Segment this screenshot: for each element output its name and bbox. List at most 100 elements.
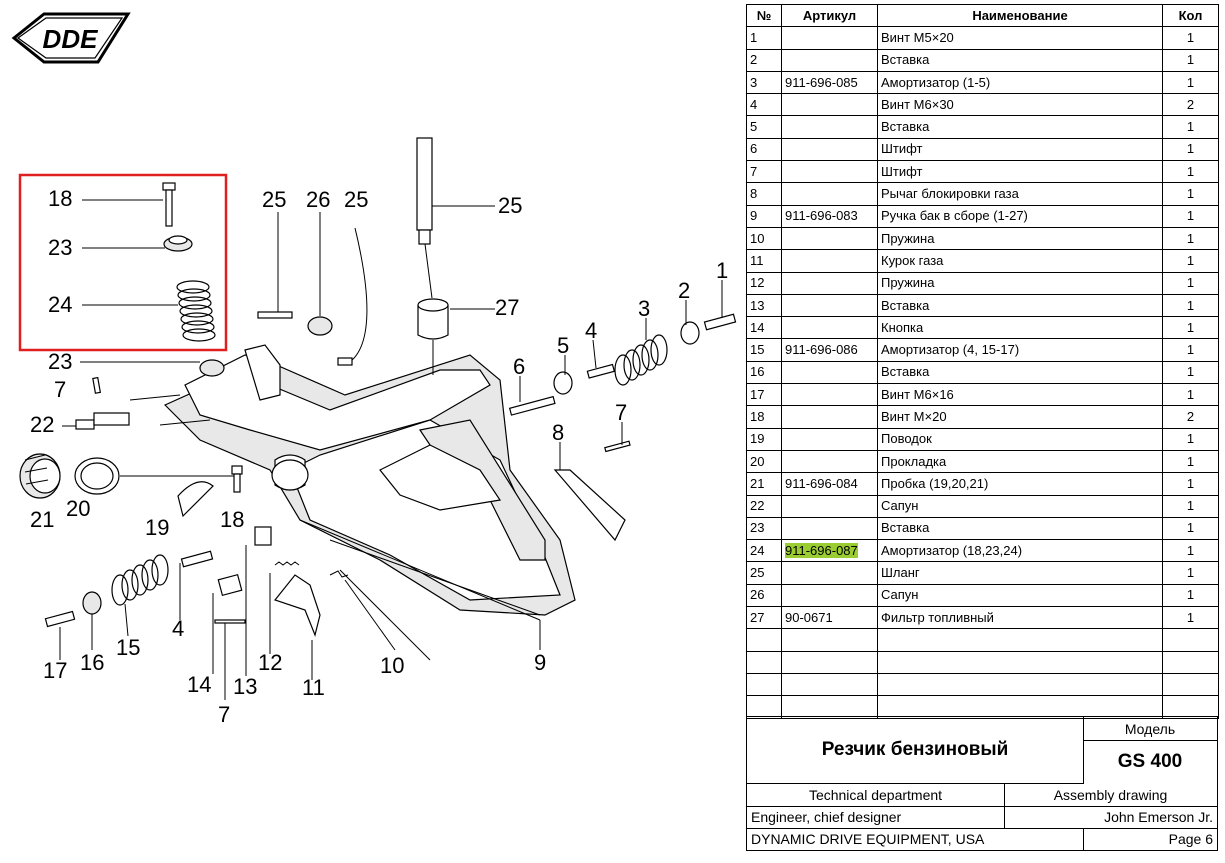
cell-article: 90-0671	[781, 606, 878, 630]
page-number: Page 6	[1168, 831, 1213, 847]
callout-12: 12	[258, 650, 282, 675]
callout-4: 4	[585, 318, 597, 343]
callout-18: 18	[48, 186, 72, 211]
cell-name: Амортизатор (18,23,24)	[877, 539, 1163, 563]
cell-article	[781, 405, 878, 429]
cell-article: 911-696-085	[781, 70, 878, 95]
callout-3: 3	[638, 296, 650, 321]
cell-no: 27	[746, 606, 782, 630]
cell-name: Рычаг блокировки газа	[877, 182, 1163, 206]
cell-name: Винт M5×20	[877, 26, 1163, 50]
cell-qty: 1	[1162, 383, 1219, 407]
cell-qty: 1	[1162, 70, 1219, 95]
cell-qty: 1	[1162, 271, 1219, 295]
cell-qty: 1	[1162, 249, 1219, 273]
cell-qty: 1	[1162, 137, 1219, 162]
cell-no: 2	[746, 48, 782, 72]
cell-name: Фильтр топливный	[877, 606, 1163, 630]
callout-25: 25	[498, 193, 522, 218]
cell-no: 7	[746, 160, 782, 184]
cell-name: Амортизатор (4, 15-17)	[877, 338, 1163, 362]
callout-23: 23	[48, 235, 72, 260]
cell-name: Винт M×20	[877, 405, 1163, 429]
callout-14: 14	[187, 672, 211, 697]
cell-qty: 1	[1162, 293, 1219, 318]
part-24-assembly	[82, 182, 216, 342]
cell-no: 4	[746, 93, 782, 117]
cell-article: 911-696-086	[781, 338, 878, 362]
cell-qty	[1162, 628, 1219, 652]
cell-no: 1	[746, 26, 782, 50]
cell-article	[781, 226, 878, 251]
callout-16: 16	[80, 650, 104, 675]
cell-no: 14	[746, 316, 782, 340]
cell-no: 20	[746, 449, 782, 474]
bottom-parts	[44, 526, 541, 700]
cell-name: Шланг	[877, 561, 1163, 585]
cell-name	[877, 672, 1163, 697]
product-name: Резчик бензиновый	[747, 717, 1084, 784]
cell-name: Курок газа	[877, 249, 1163, 273]
cell-name: Вставка	[877, 115, 1163, 139]
cell-article	[781, 137, 878, 162]
right-parts	[508, 280, 737, 542]
cell-name	[877, 628, 1163, 652]
cell-no: 24	[746, 539, 782, 563]
table-row-empty	[746, 695, 1219, 719]
cell-no: 3	[746, 70, 782, 95]
cell-no: 6	[746, 137, 782, 162]
cell-name	[877, 695, 1163, 719]
cell-qty: 1	[1162, 583, 1219, 608]
cell-article	[781, 316, 878, 340]
dde-logo: DDE	[11, 12, 131, 64]
table-header-row: № Артикул Наименование Кол	[746, 3, 1219, 28]
cell-no: 10	[746, 226, 782, 251]
cell-qty: 1	[1162, 561, 1219, 585]
cell-name: Пробка (19,20,21)	[877, 472, 1163, 496]
cell-name: Пружина	[877, 226, 1163, 251]
logo-text: DDE	[43, 24, 99, 54]
cell-name: Прокладка	[877, 449, 1163, 474]
cell-article	[781, 26, 878, 50]
cell-qty: 1	[1162, 539, 1219, 563]
cell-no: 15	[746, 338, 782, 362]
cell-article	[781, 360, 878, 385]
cell-no: 23	[746, 516, 782, 541]
cell-article	[781, 561, 878, 585]
cell-no: 9	[746, 204, 782, 228]
cell-qty: 1	[1162, 48, 1219, 72]
left-parts	[19, 359, 243, 518]
cell-article	[781, 449, 878, 474]
cell-article: 911-696-083	[781, 204, 878, 228]
cell-name: Вставка	[877, 516, 1163, 541]
cell-article	[781, 516, 878, 541]
cell-article	[781, 427, 878, 451]
callout-22: 22	[30, 412, 54, 437]
company-name: DYNAMIC DRIVE EQUIPMENT, USA	[747, 828, 1084, 850]
col-header-name: Наименование	[877, 3, 1163, 28]
highlight-box	[18, 173, 228, 352]
drawing-type: Assembly drawing	[1004, 783, 1217, 807]
callout-25: 25	[262, 187, 286, 212]
cell-article	[781, 48, 878, 72]
cell-qty: 1	[1162, 182, 1219, 206]
cell-no: 26	[746, 583, 782, 608]
cell-no: 21	[746, 472, 782, 496]
cell-no: 11	[746, 249, 782, 273]
cell-qty	[1162, 650, 1219, 674]
cell-qty: 2	[1162, 405, 1219, 429]
table-row-empty	[746, 650, 1219, 674]
cell-article	[781, 160, 878, 184]
cell-name: Винт M6×16	[877, 383, 1163, 407]
